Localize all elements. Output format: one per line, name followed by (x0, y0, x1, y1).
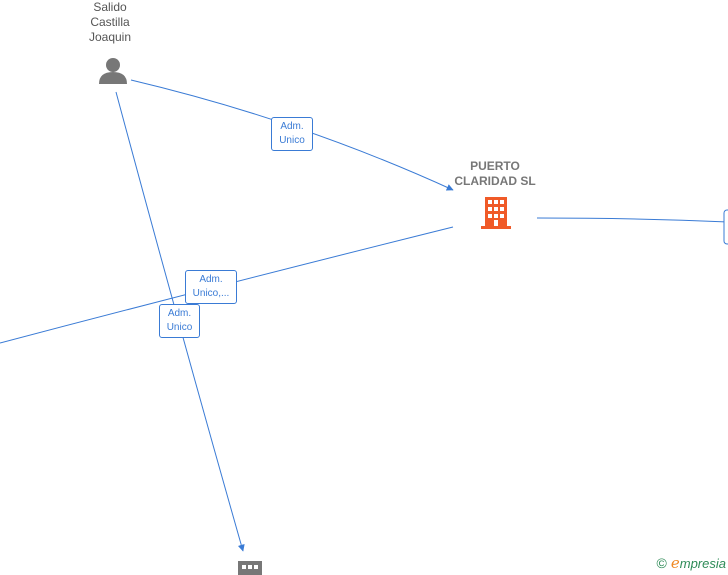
relation-label-line-1: Adm. (199, 274, 223, 285)
person-name-line-1: Salido (93, 0, 127, 14)
relation-label-line-2: Unico (279, 135, 305, 146)
person-icon[interactable] (99, 58, 127, 84)
person-name-line-3: Joaquin (88, 30, 132, 44)
relation-label-line-1: Adm. (280, 121, 304, 132)
relation-label-person-puerto[interactable]: Adm. Unico (271, 117, 313, 151)
relation-label-line-2: Unico (166, 322, 193, 333)
copyright-icon: © (656, 555, 667, 571)
edge-puerto-to-right (536, 217, 728, 223)
relation-label-line-2: Unico,... (192, 288, 230, 299)
building-icon-puerto-claridad[interactable] (481, 197, 511, 229)
empresia-logo: © empresia (657, 554, 726, 572)
person-name-label: Salido Castilla Joaquin (70, 0, 150, 45)
person-name-line-2: Castilla (90, 15, 130, 29)
relation-label-puerto-left[interactable]: Adm. Unico,... (185, 270, 237, 304)
company-name-line-1: PUERTO (470, 159, 520, 173)
brand-initial: e (670, 554, 680, 572)
offscreen-node-right (723, 209, 728, 245)
relation-label-person-bottom[interactable]: Adm. Unico (159, 304, 200, 338)
relation-label-line-1: Adm. (167, 308, 192, 319)
brand-name: mpresia (679, 556, 726, 571)
building-icon-bottom-company[interactable] (238, 561, 262, 575)
company-name-line-2: CLARIDAD SL (454, 174, 536, 188)
company-name-label: PUERTO CLARIDAD SL (430, 159, 560, 189)
